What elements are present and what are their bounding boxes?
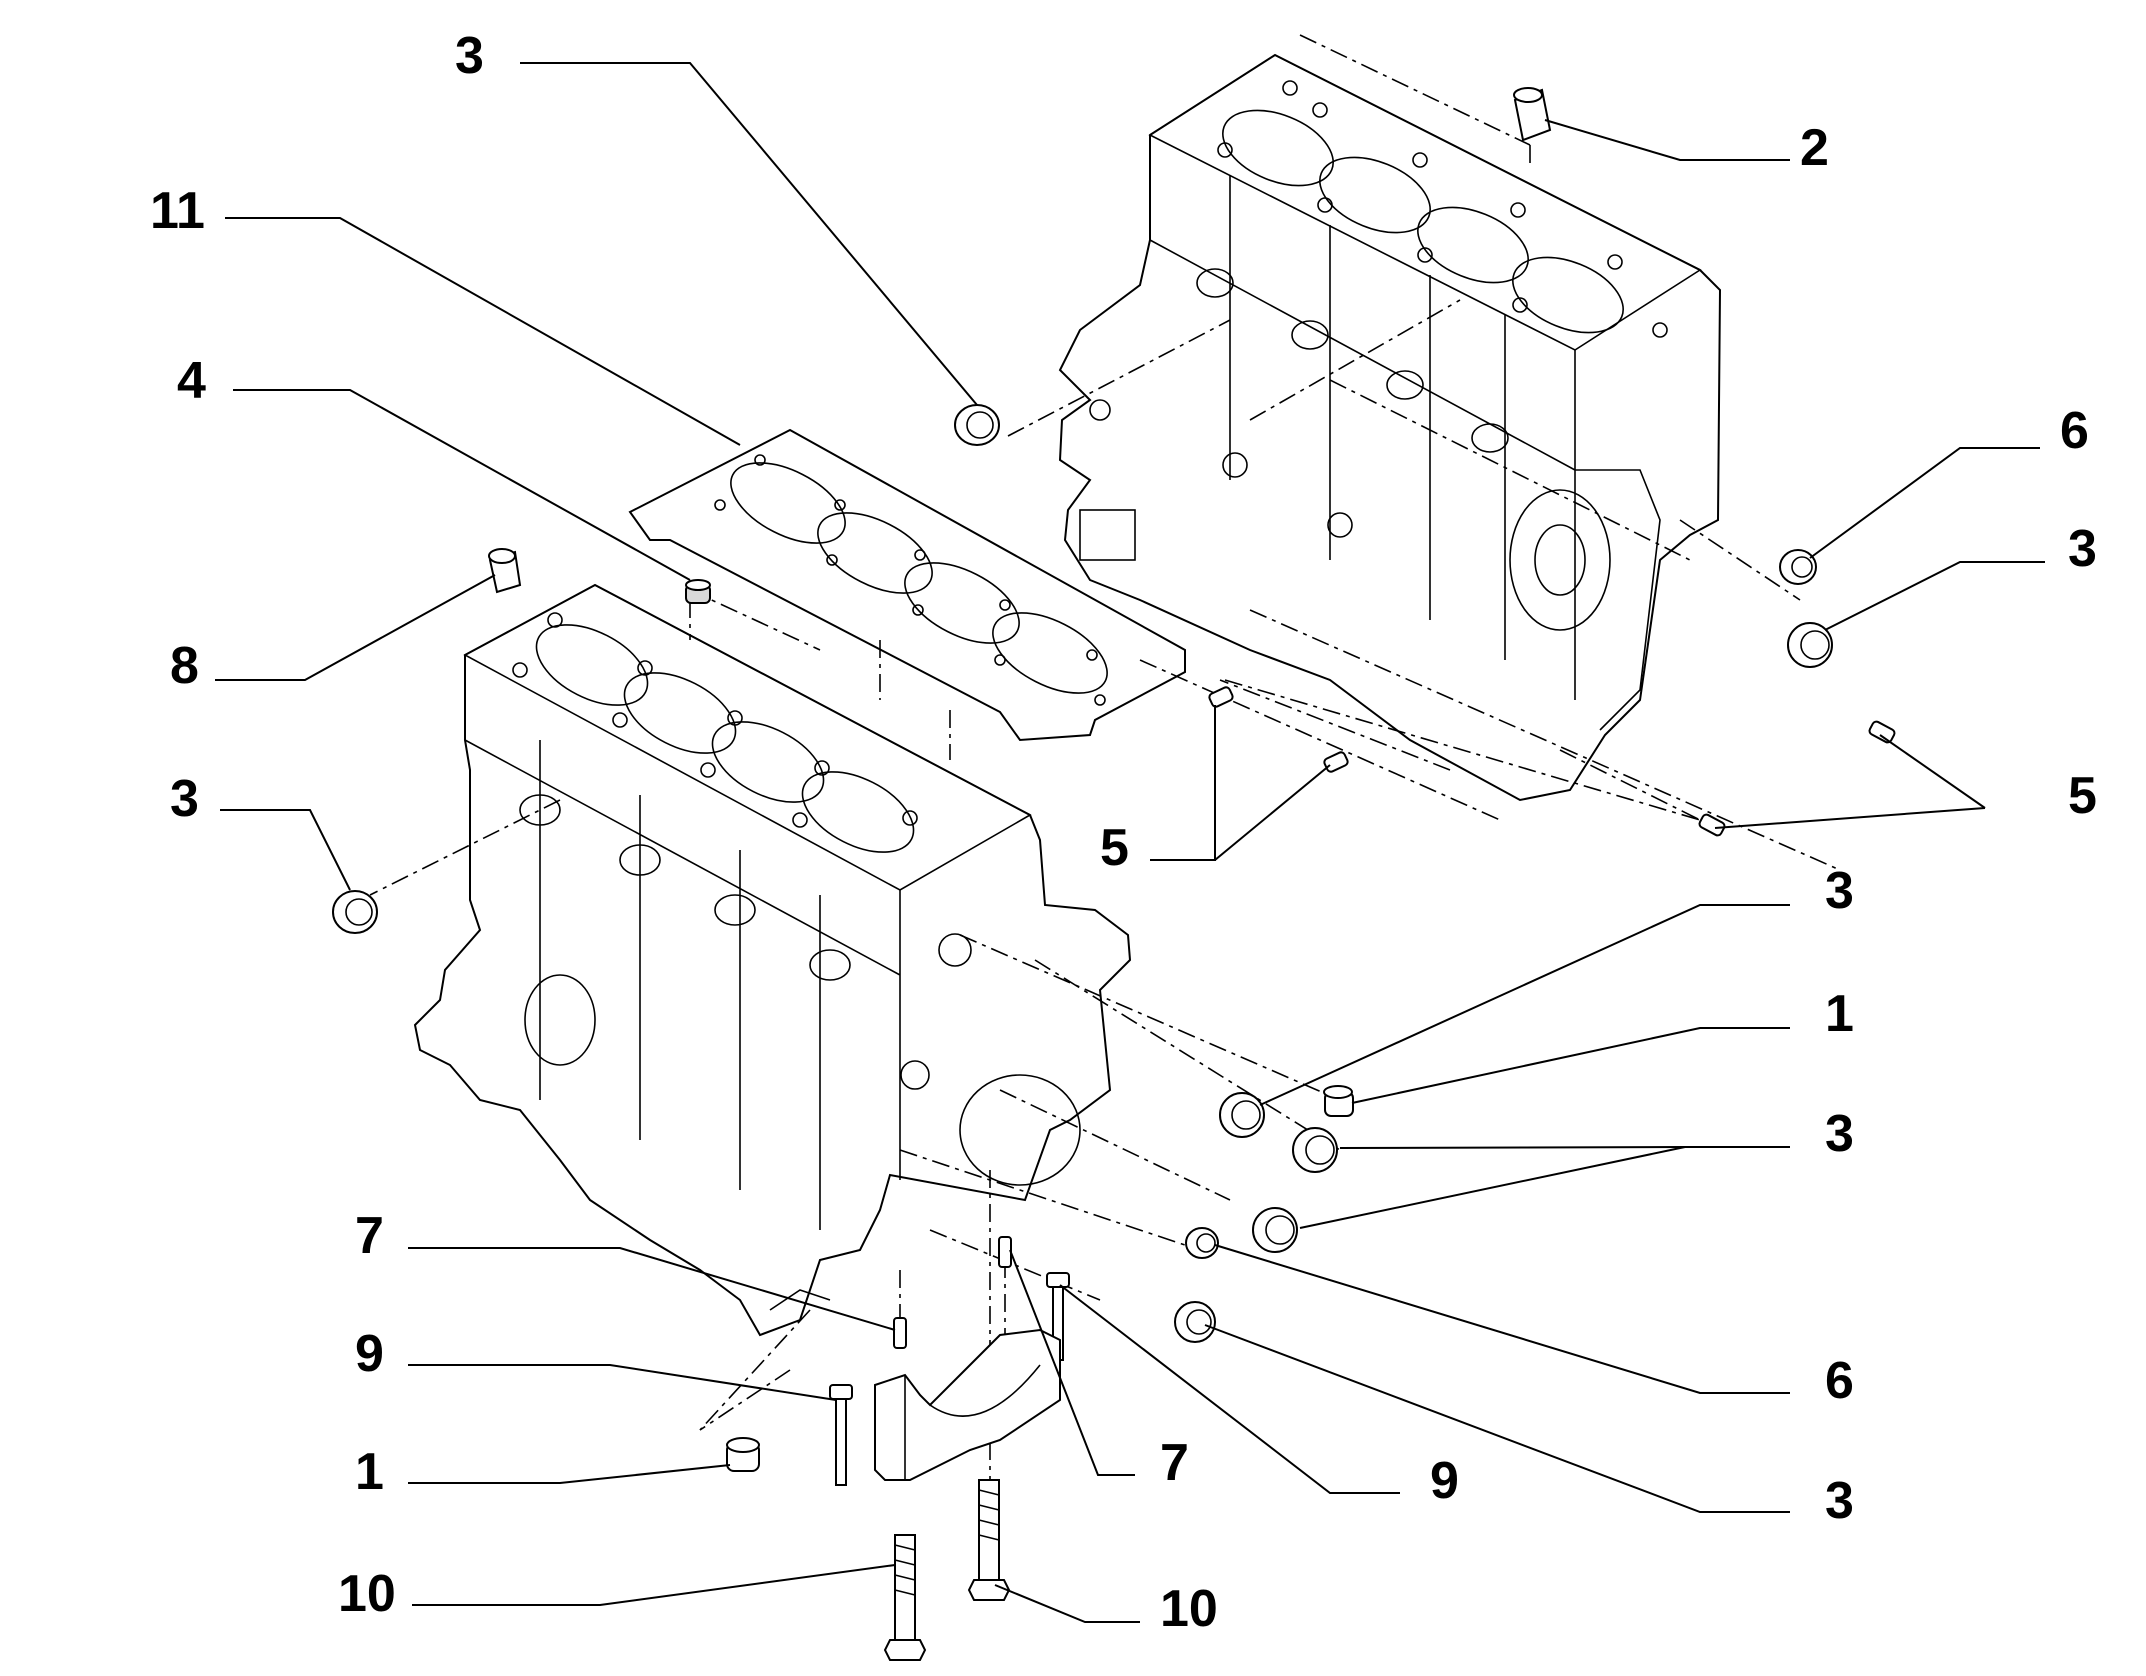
- callout-4: 4: [177, 352, 206, 410]
- callout-3-left: 3: [170, 770, 199, 828]
- stud-9-left: [829, 1384, 853, 1486]
- plug-3-cluster-a: [1219, 1092, 1265, 1138]
- plug-3-lower: [1174, 1301, 1216, 1343]
- dowel-2: [1513, 87, 1552, 142]
- alignment-lines: [369, 34, 1841, 1480]
- small-parts: [332, 87, 1896, 1661]
- callout-2: 2: [1800, 119, 1829, 177]
- pin-5-b: [1323, 751, 1349, 773]
- callout-3-mid-b: 3: [1825, 1105, 1854, 1163]
- callout-3-right: 3: [2068, 520, 2097, 578]
- callout-5-right: 5: [2068, 767, 2097, 825]
- head-gasket: [628, 428, 1186, 742]
- plug-3-top: [954, 404, 1000, 446]
- plug-6-right: [1779, 549, 1817, 585]
- main-bearing-cap: [874, 1328, 1061, 1481]
- callout-7-right: 7: [1160, 1434, 1189, 1492]
- bolt-10-right: [967, 1479, 1011, 1601]
- callout-10-right: 10: [1160, 1580, 1218, 1638]
- plug-3-cluster-c: [1252, 1207, 1298, 1253]
- callout-3-top: 3: [455, 27, 484, 85]
- pin-7-right: [998, 1236, 1012, 1268]
- stud-9-right: [1046, 1272, 1070, 1361]
- lower-engine-block: [413, 583, 1132, 1337]
- callout-3-bottom: 3: [1825, 1472, 1854, 1530]
- plug-3-cluster-b: [1292, 1127, 1338, 1173]
- callout-9-right: 9: [1430, 1452, 1459, 1510]
- callout-6-right: 6: [2060, 402, 2089, 460]
- callout-7-left: 7: [355, 1207, 384, 1265]
- bolt-10-left: [883, 1534, 927, 1661]
- callout-1-left: 1: [355, 1443, 384, 1501]
- bushing-4: [685, 579, 711, 604]
- callout-9-left: 9: [355, 1325, 384, 1383]
- pin-5-d: [1698, 813, 1726, 837]
- callout-6-lower: 6: [1825, 1352, 1854, 1410]
- pin-5-c: [1868, 720, 1896, 744]
- plug-3-right: [1787, 622, 1833, 668]
- callout-8: 8: [170, 637, 199, 695]
- pin-7-left: [893, 1317, 907, 1349]
- bushing-1-lower: [726, 1437, 760, 1472]
- leader-lines: [215, 62, 2045, 1623]
- upper-engine-block: [1058, 53, 1722, 802]
- callout-10-left: 10: [338, 1565, 396, 1623]
- plug-6-lower: [1185, 1227, 1219, 1259]
- bushing-1-upper: [1323, 1085, 1354, 1117]
- callout-5-left: 5: [1100, 819, 1129, 877]
- callout-1-right: 1: [1825, 985, 1854, 1043]
- dowel-8: [488, 548, 522, 594]
- callout-11: 11: [150, 182, 205, 240]
- pin-5-a: [1208, 686, 1234, 708]
- plug-3-left: [332, 890, 378, 934]
- callout-3-mid-a: 3: [1825, 862, 1854, 920]
